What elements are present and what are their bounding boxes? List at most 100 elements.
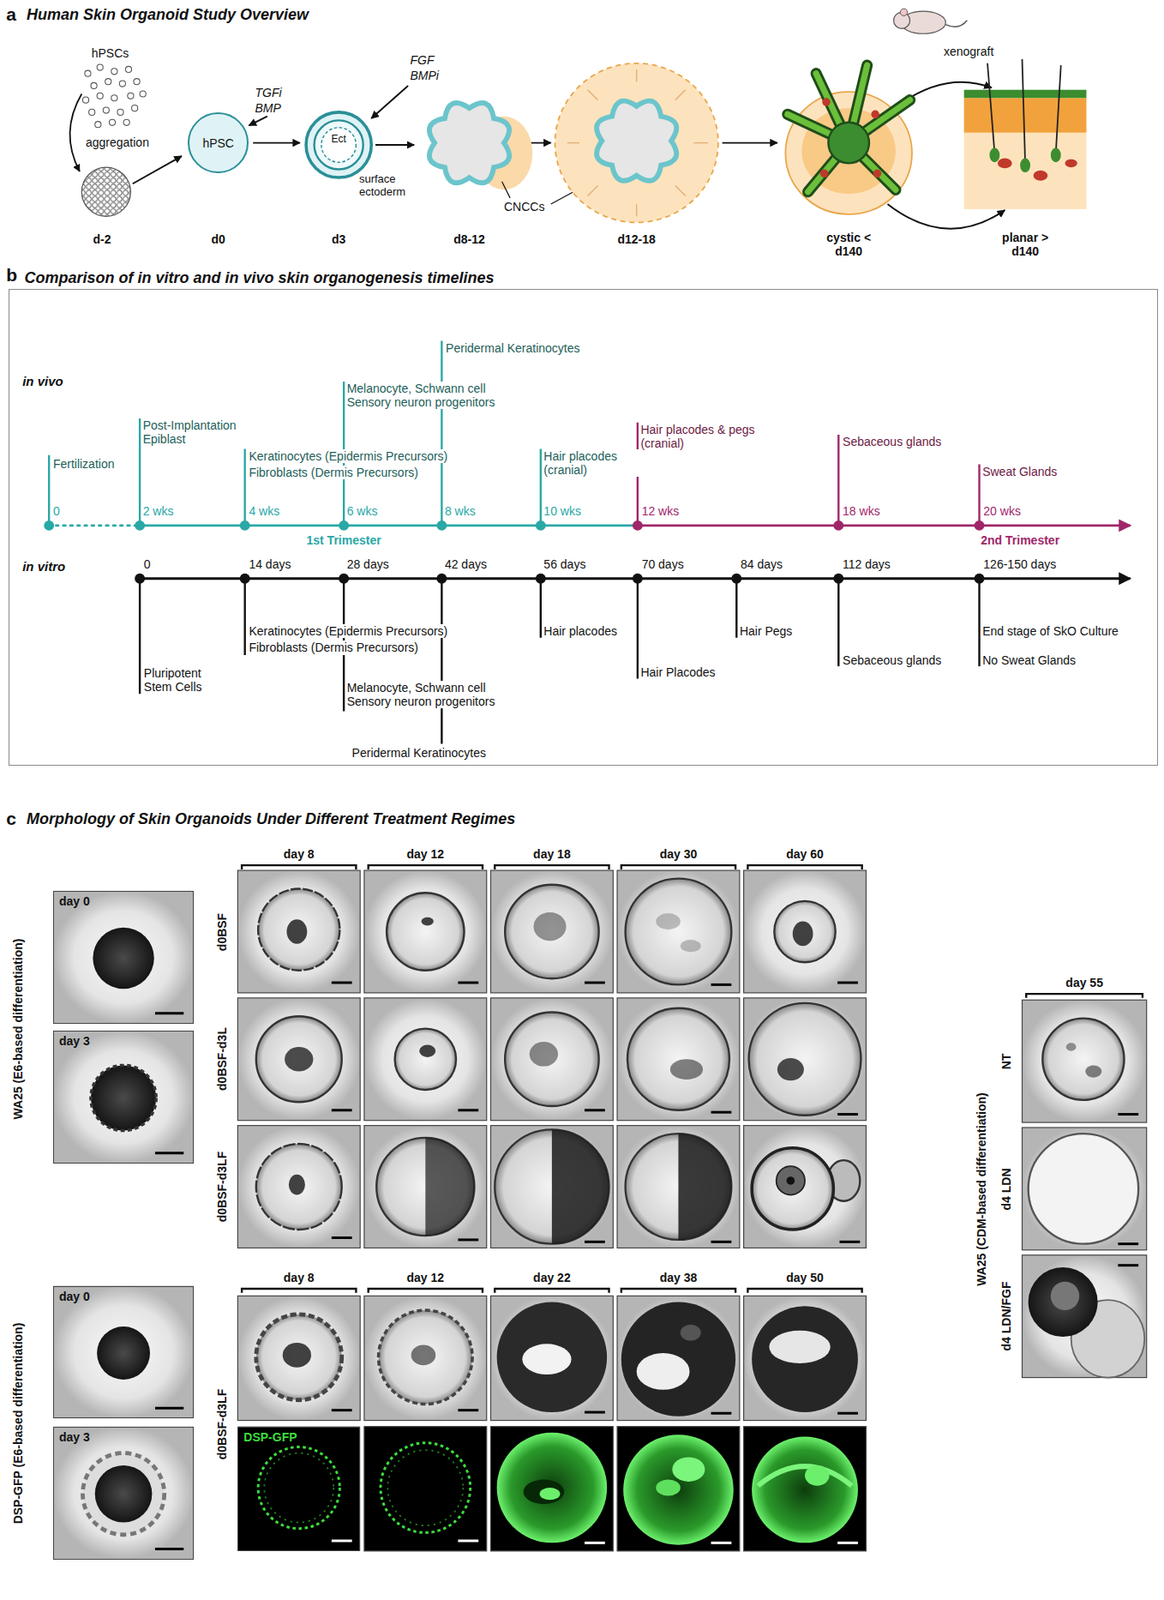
micrograph <box>672 1456 705 1482</box>
micrograph <box>655 1479 681 1496</box>
node-text: day 3 <box>59 1033 188 1048</box>
micrograph <box>237 1426 360 1551</box>
micrograph <box>711 983 732 986</box>
mouse-illustration <box>900 8 907 16</box>
micrograph <box>490 1125 613 1248</box>
micrograph <box>155 1547 184 1550</box>
mouse-illustration <box>945 20 967 27</box>
micrograph <box>53 890 194 1024</box>
micrograph <box>490 1295 613 1420</box>
text-label: Keratinocytes (Epidermis Precursors) <box>246 449 450 463</box>
micrograph <box>53 1426 194 1560</box>
micrograph <box>457 1237 479 1241</box>
timeline-in-vitro <box>240 573 251 584</box>
micrograph <box>288 1174 306 1195</box>
micrograph <box>490 1426 613 1551</box>
micrograph <box>490 1125 613 1248</box>
column-header-lines <box>241 1288 863 1293</box>
micrograph <box>617 997 740 1121</box>
micrograph <box>1022 999 1147 1122</box>
micrograph <box>711 1541 732 1544</box>
micrograph <box>53 870 1147 1559</box>
micrograph <box>504 884 599 978</box>
micrograph <box>744 870 867 993</box>
micrograph <box>284 1046 313 1072</box>
text-label: day 22 <box>533 1270 571 1284</box>
micrograph <box>53 1426 194 1560</box>
micrograph-frame: day 3 <box>53 1030 194 1164</box>
text-label: Fibroblasts (Dermis Precursors) <box>246 640 420 654</box>
micrograph <box>680 1324 702 1341</box>
micrograph <box>757 1465 852 1486</box>
micrograph <box>744 1295 867 1420</box>
micrograph <box>1022 1127 1147 1250</box>
cystic-organoid-illustration <box>785 91 912 215</box>
micrograph <box>237 1125 360 1248</box>
micrograph <box>258 1446 340 1528</box>
micrograph <box>331 981 353 984</box>
micrograph <box>1050 1281 1080 1310</box>
cystic-organoid-illustration <box>873 169 882 179</box>
micrograph <box>617 1426 740 1551</box>
micrograph <box>411 1344 437 1365</box>
text-label: 8 wks <box>443 504 478 518</box>
micrograph <box>497 1432 608 1543</box>
micrograph <box>625 1133 732 1240</box>
text-label: d12-18 <box>617 232 655 246</box>
ectoderm-illustration <box>314 120 364 169</box>
stage-arrows <box>375 144 414 146</box>
micrograph <box>744 1426 867 1551</box>
neural-crest-organoid-illustration <box>554 63 718 223</box>
micrograph <box>621 1302 736 1416</box>
micrograph <box>364 870 487 993</box>
micrograph <box>744 1125 867 1248</box>
node-text: DSP-GFP <box>243 1429 354 1444</box>
micrograph <box>490 1426 613 1551</box>
stem-cells-illustration <box>133 78 140 85</box>
text-label: Melanocyte, Schwann cell Sensory neuron … <box>345 680 522 708</box>
node-text: day 0 <box>59 894 188 908</box>
text-label: BMP <box>255 101 282 115</box>
micrograph <box>490 870 613 993</box>
timeline-in-vivo <box>48 523 140 527</box>
micrograph <box>387 1449 463 1525</box>
timeline-in-vitro <box>974 573 985 584</box>
text-label: xenograft <box>943 44 994 59</box>
micrograph <box>237 1125 360 1248</box>
micrograph <box>256 1015 342 1102</box>
micrograph <box>53 1030 194 1164</box>
text-label: d8-12 <box>453 232 486 246</box>
rotated-label: WA25 (CDM-based differentiation) <box>974 1092 989 1286</box>
micrograph <box>95 1464 153 1523</box>
micrograph <box>237 870 360 993</box>
stage-arrows <box>722 142 778 144</box>
micrograph <box>331 1108 353 1111</box>
timeline-in-vitro <box>134 573 984 584</box>
stem-cells-illustration <box>84 70 91 77</box>
neural-crest-organoid-illustration <box>588 186 599 197</box>
micrograph <box>617 1125 740 1248</box>
micrograph <box>751 1436 858 1543</box>
micrograph <box>655 912 681 930</box>
text-label: a <box>6 4 17 25</box>
rotated-label: d4 LDN <box>998 1167 1013 1210</box>
micrograph-frame: DSP-GFP <box>237 1426 360 1551</box>
micrograph <box>364 1125 487 1248</box>
micrograph <box>636 1352 690 1390</box>
micrograph <box>523 1479 565 1505</box>
timeline-in-vivo <box>632 520 985 531</box>
micrograph <box>386 892 464 970</box>
stage-arrows <box>132 156 182 184</box>
text-label: d0 <box>211 232 226 246</box>
micrograph <box>744 1295 867 1420</box>
micrograph <box>331 1408 353 1411</box>
micrograph <box>425 1137 474 1236</box>
micrograph <box>376 1137 474 1236</box>
text-label: Fibroblasts (Dermis Precursors) <box>246 465 420 480</box>
micrograph <box>522 1343 571 1374</box>
planar-skin-illustration <box>1050 148 1062 163</box>
micrograph <box>584 1410 606 1414</box>
micrograph <box>364 1125 487 1248</box>
text-label: 2 wks <box>141 504 176 518</box>
